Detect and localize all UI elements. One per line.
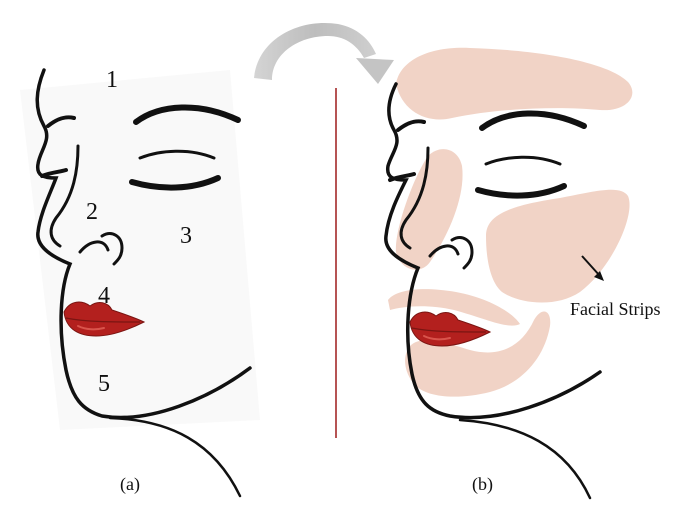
region-label-5: 5 [98, 372, 110, 396]
region-label-1: 1 [106, 68, 118, 92]
panel-b-right-brow [482, 113, 584, 128]
panel-b-caption: (b) [472, 475, 493, 493]
panel-b-right-eye-lid [486, 157, 560, 164]
strip-cheek [486, 190, 630, 303]
region-label-4: 4 [98, 284, 110, 308]
strip-nose [396, 149, 463, 270]
region-label-3: 3 [180, 224, 192, 248]
panel-b-face [386, 48, 633, 498]
region-label-2: 2 [86, 200, 98, 224]
panel-a-face [20, 70, 260, 496]
panel-a-skin-shadow [20, 70, 260, 430]
facial-strips-annotation: Facial Strips [570, 300, 661, 318]
panel-b-right-eye-lash [478, 186, 564, 196]
panel-b-left-brow [398, 121, 424, 130]
strip-forehead [396, 48, 632, 120]
transition-arrow [254, 23, 394, 84]
panel-a-caption: (a) [120, 475, 140, 493]
